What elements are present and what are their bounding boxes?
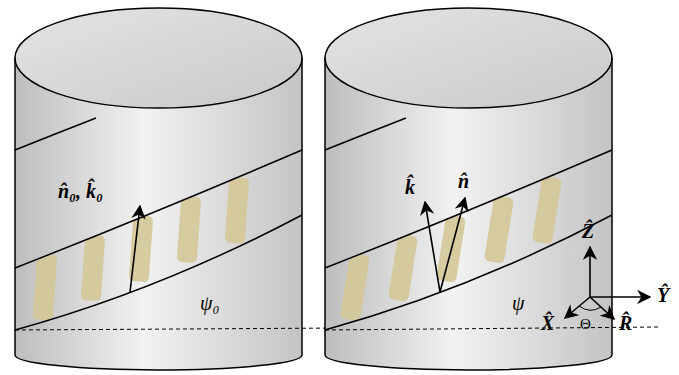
axis-label: Θ [580,316,591,333]
rod-particle [81,234,106,301]
axis-label: ψ [512,292,524,314]
axis-label: X̂ [541,312,554,334]
rod-particle [340,253,370,321]
cylinder-left [15,8,345,370]
rod-particle [532,176,562,244]
rod-particle [484,195,514,263]
axis-triad [565,247,650,319]
rod-particle [225,177,250,244]
axis-label: n̂ [458,170,469,192]
axis-label: Ŷ [657,284,669,306]
axis-label: ψ₀ [200,292,219,314]
axis-label: k̂ [405,176,415,198]
rod-particle [388,234,418,302]
cylinder-right [325,8,660,370]
rod-particle [177,196,202,263]
axis-label: n̂₀, k̂₀ [58,180,103,202]
rod-particle [33,253,58,320]
axis-label: Ẑ [582,220,594,242]
axis-label: R̂ [619,312,632,334]
